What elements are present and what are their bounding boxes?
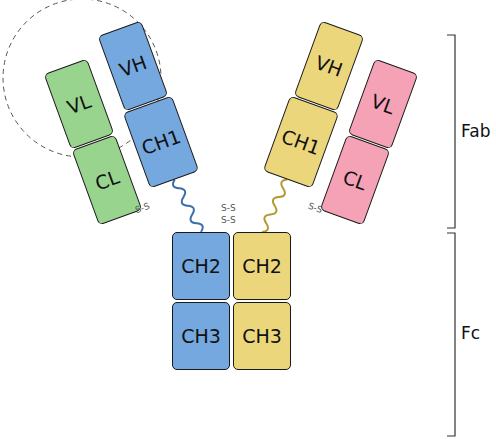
- domain-label: CH3: [242, 325, 282, 347]
- domain-box: CH3: [233, 302, 291, 370]
- domain-box: VH: [294, 21, 365, 112]
- hinge-line: [262, 180, 287, 232]
- domain-box: CH1: [123, 96, 199, 189]
- domain-box: CH3: [172, 302, 230, 370]
- domain-label: VH: [116, 51, 149, 81]
- hinge-line: [173, 180, 203, 232]
- domain-box: CH2: [172, 232, 230, 300]
- domain-label: CH2: [181, 255, 221, 277]
- domain-box: VL: [44, 59, 115, 150]
- domain-label: CH1: [139, 125, 184, 159]
- bracket-label: Fc: [461, 323, 480, 343]
- bracket-label: Fab: [461, 121, 490, 141]
- domain-box: CH2: [233, 232, 291, 300]
- fab-bracket: [447, 35, 455, 228]
- domain-label: VL: [368, 90, 398, 119]
- disulfide-bond: S-S: [221, 215, 236, 225]
- domain-box: VH: [98, 21, 169, 112]
- domain-label: CH2: [242, 255, 282, 277]
- domain-box: CL: [320, 135, 391, 226]
- domain-label: VH: [312, 51, 345, 81]
- domain-label: VL: [64, 90, 94, 119]
- domain-box: VL: [348, 59, 419, 150]
- fc-bracket: [447, 233, 455, 436]
- domain-box: CH1: [263, 96, 339, 189]
- domain-label: CH3: [181, 325, 221, 347]
- domain-label: CH1: [279, 125, 324, 159]
- domain-label: CL: [340, 166, 370, 195]
- domain-box: CL: [72, 135, 143, 226]
- disulfide-bond: S-S: [221, 203, 236, 213]
- domain-label: CL: [92, 166, 122, 195]
